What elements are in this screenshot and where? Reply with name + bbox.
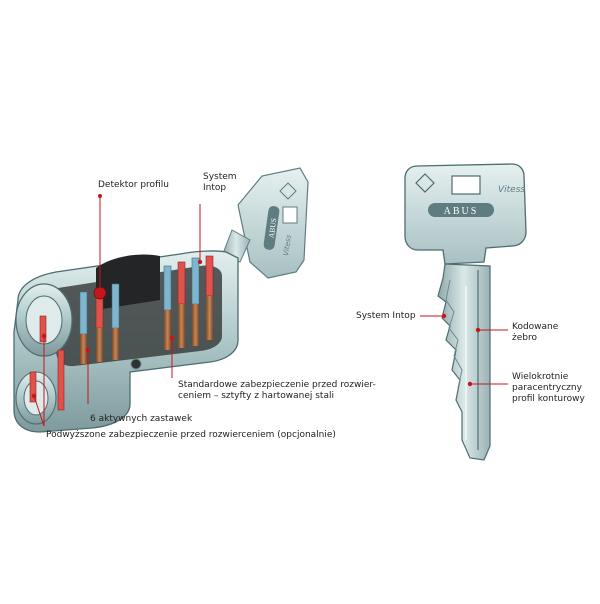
key-brand-plate xyxy=(428,203,494,217)
key-illustration: ABUS Vitess xyxy=(404,163,527,461)
cylinder-key-model: Vitess xyxy=(282,234,293,256)
key-callouts xyxy=(420,315,508,385)
cylinder-illustration: ABUS Vitess xyxy=(13,167,309,433)
label-key-system-intop: System Intop xyxy=(356,311,416,321)
label-enhanced-protection: Podwyższone zabezpieczenie przed rozwier… xyxy=(46,430,336,440)
pin-stacks xyxy=(79,255,214,364)
key-logo-mark xyxy=(415,173,435,193)
cylinder-callouts xyxy=(33,196,201,427)
key-blade xyxy=(437,263,491,461)
profile-detector-ball xyxy=(93,286,107,300)
key-window xyxy=(451,175,481,195)
label-multi-profile: Wielokrotnie paracentryczny profil kontu… xyxy=(512,372,585,404)
label-active-pins: 6 aktywnych zastawek xyxy=(90,414,193,424)
key-model: Vitess xyxy=(498,185,525,195)
cylinder-key-brand: ABUS xyxy=(267,218,279,239)
key-brand: ABUS xyxy=(444,206,479,217)
label-profile-detector: Detektor profilu xyxy=(98,180,169,190)
label-coded-rib: Kodowane żebro xyxy=(512,322,559,343)
label-system-intop: System Intop xyxy=(203,172,237,193)
label-standard-protection: Standardowe zabezpieczenie przed rozwier… xyxy=(178,380,376,401)
